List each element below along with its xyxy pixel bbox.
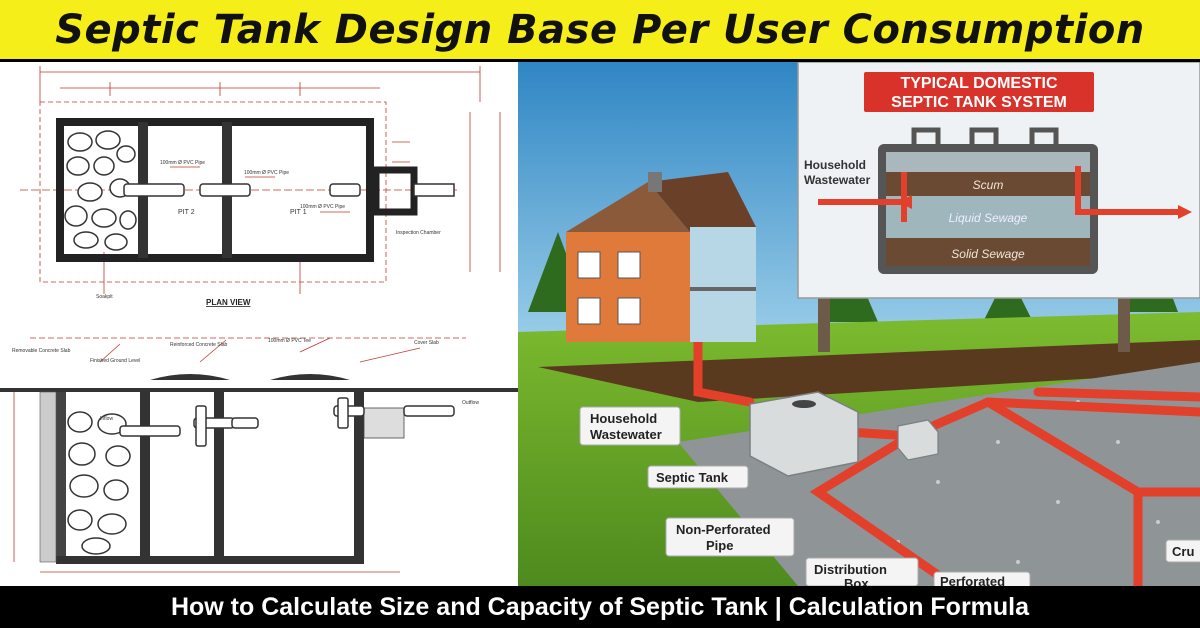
pipe-callout: Pipe	[706, 538, 733, 553]
liquid-layer-label: Liquid Sewage	[949, 211, 1028, 225]
sign-wastewater-label: Wastewater	[804, 173, 871, 187]
title-banner: Septic Tank Design Base Per User Consump…	[0, 0, 1200, 62]
finished-level-label: Finished Ground Level	[90, 358, 140, 364]
pit1-label: PIT 1	[290, 209, 307, 216]
distribution-callout: Distribution	[814, 562, 887, 577]
sign-title-line1: TYPICAL DOMESTIC	[900, 75, 1057, 92]
inspection-label: Inspection Chamber	[396, 230, 441, 236]
system-illustration: TYPICAL DOMESTIC SEPTIC TANK SYSTEM Hous…	[518, 62, 1200, 586]
caption-banner: How to Calculate Size and Capacity of Se…	[0, 586, 1200, 628]
soakpit-label: Soakpit	[96, 294, 113, 300]
scum-layer-label: Scum	[973, 178, 1004, 192]
sign-household-label: Household	[804, 158, 866, 172]
outflow-label: Outflow	[462, 400, 479, 406]
technical-drawing-panel: PIT 2 PIT 1 100mm Ø PVC Pipe 100mm Ø PVC…	[0, 62, 518, 586]
pipe3-label: 100mm Ø PVC Pipe	[300, 204, 345, 210]
pit2-label: PIT 2	[178, 209, 195, 216]
pvc-tee-label: 100mm Ø PVC Tee	[268, 338, 311, 344]
pipe2-label: 100mm Ø PVC Pipe	[244, 170, 289, 176]
solid-layer-label: Solid Sewage	[951, 247, 1025, 261]
perforated-callout: Perforated	[940, 574, 1005, 586]
reinforced-slab-label: Reinforced Concrete Slab	[170, 342, 227, 348]
caption-text: How to Calculate Size and Capacity of Se…	[170, 592, 1030, 621]
technical-drawing: PIT 2 PIT 1 100mm Ø PVC Pipe 100mm Ø PVC…	[0, 66, 518, 573]
box-callout: Box	[844, 576, 869, 586]
page-title: Septic Tank Design Base Per User Consump…	[55, 6, 1145, 53]
plan-view-label: PLAN VIEW	[206, 298, 251, 307]
septic-tank-callout: Septic Tank	[656, 470, 729, 485]
household-callout: Household	[590, 411, 657, 426]
crushed-callout: Cru	[1172, 544, 1194, 559]
cover-slab-label: Cover Slab	[414, 340, 439, 346]
septic-system-illustration: TYPICAL DOMESTIC SEPTIC TANK SYSTEM Hous…	[518, 62, 1200, 586]
pipe1-label: 100mm Ø PVC Pipe	[160, 160, 205, 166]
sign-title-line2: SEPTIC TANK SYSTEM	[891, 94, 1067, 111]
inflow-label: Inflow	[100, 416, 113, 422]
wastewater-callout: Wastewater	[590, 427, 662, 442]
slab-label: Removable Concrete Slab	[12, 348, 71, 354]
non-perforated-callout: Non-Perforated	[676, 522, 771, 537]
